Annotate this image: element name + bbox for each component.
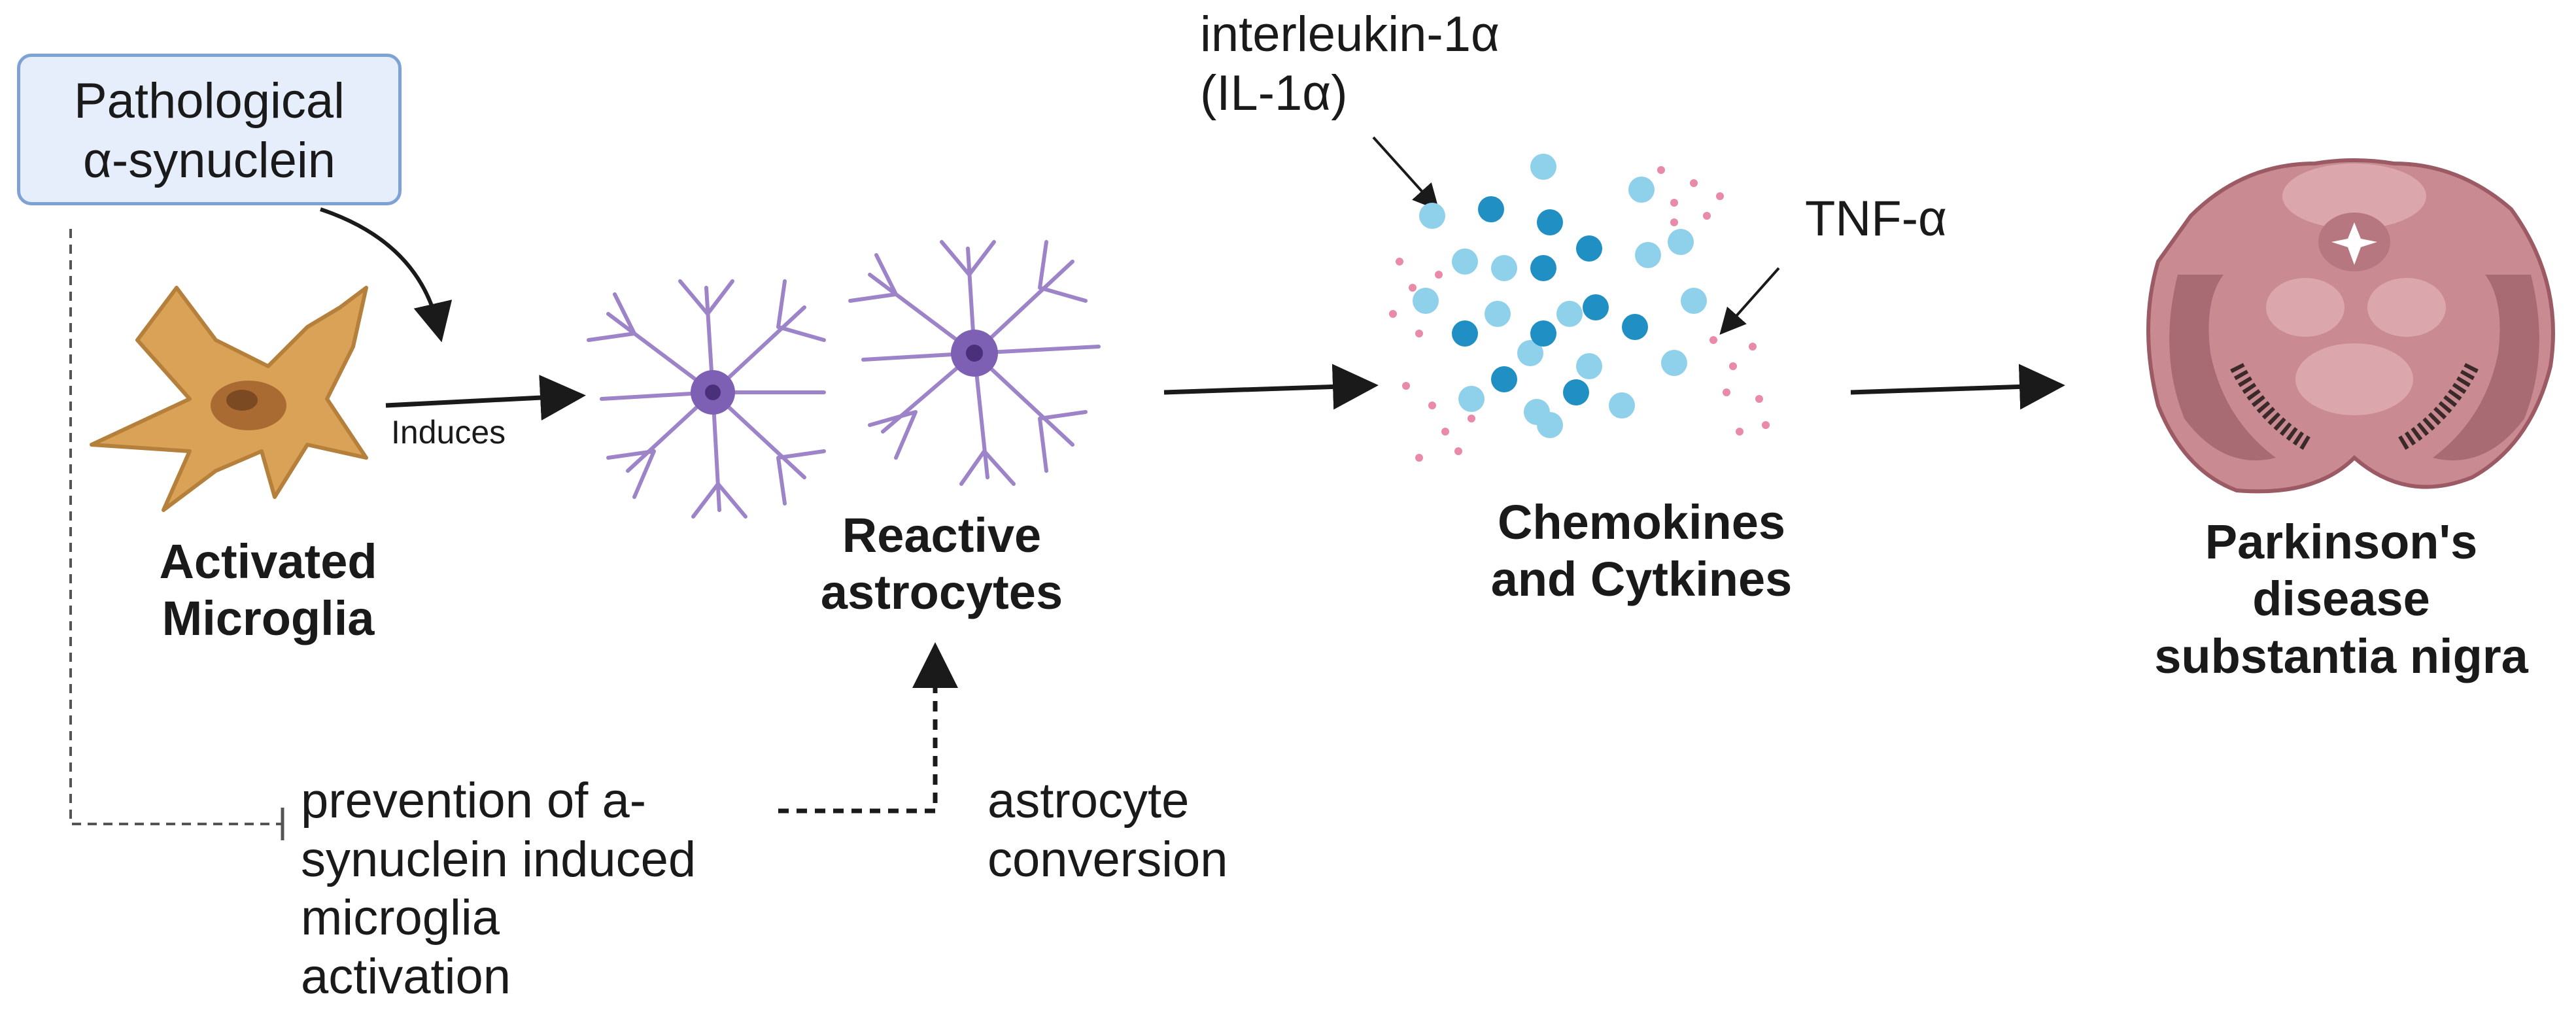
conversion-label: astrocyte conversion [987, 773, 1228, 887]
il1a-label: interleukin-1α (IL-1α) [1200, 7, 1500, 121]
substantia-nigra-section [2146, 158, 2555, 494]
curved-arrow [320, 207, 453, 343]
microglia-label: Activated Microglia [159, 534, 377, 646]
tnfa-dots [1389, 166, 1770, 462]
arrow-microglia-to-astrocytes [385, 375, 586, 421]
tnfa-label: TNF-α [1805, 191, 1947, 247]
astrocyte-cell-2 [848, 240, 1101, 486]
astrocytes-label: Reactive astrocytes [820, 508, 1063, 620]
astrocyte-cell-1 [587, 279, 826, 519]
arrow-astrocytes-to-cytokines [1163, 364, 1379, 410]
cytokine-cluster [1389, 154, 1770, 462]
tnfa-pointer [1719, 267, 1780, 335]
induces-label: Induces [391, 414, 506, 451]
parkinsons-label: Parkinson's disease substantia nigra [2154, 515, 2528, 683]
pathological-label: Pathological α-synuclein [73, 73, 345, 189]
prevention-label: prevention of a- synuclein induced micro… [301, 773, 696, 1005]
microglia-cell [90, 286, 368, 512]
il1a-light-dots [1413, 154, 1707, 438]
cytokines-label: Chemokines and Cytkines [1490, 495, 1793, 607]
il1a-dark-dots [1452, 196, 1648, 405]
dashed-conversion-arrow [778, 642, 958, 814]
pathological-alpha-synuclein-box: Pathological α-synuclein [17, 54, 402, 205]
il1a-pointer [1372, 136, 1439, 211]
arrow-cytokines-to-brain [1850, 364, 2065, 410]
